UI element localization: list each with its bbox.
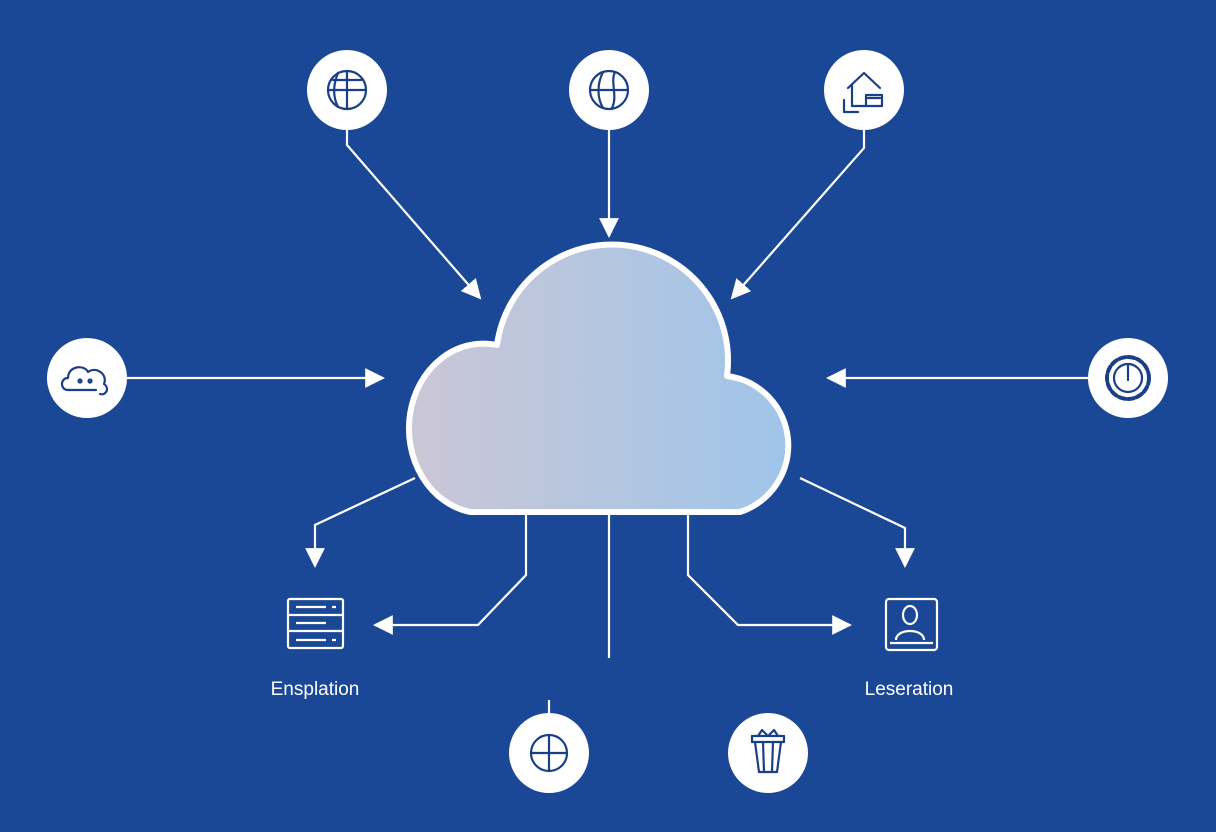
- crosshair-globe-icon: [529, 733, 569, 773]
- user-card-label: Leseration: [864, 679, 954, 700]
- power-gear-icon: [1105, 355, 1151, 401]
- user-card-icon: [884, 597, 939, 652]
- box-icon: [750, 728, 786, 774]
- arrow-cloud-down-left: [305, 477, 416, 568]
- arrow-top-right: [730, 130, 866, 300]
- node-left[interactable]: [47, 338, 127, 418]
- node-bottom-right[interactable]: [728, 713, 808, 793]
- node-top-right[interactable]: [824, 50, 904, 130]
- arrow-to-user-card: [686, 515, 852, 635]
- server-icon: [286, 597, 345, 650]
- arrow-top-left: [345, 130, 482, 300]
- cloud-chat-icon: [60, 366, 109, 396]
- central-cloud: [406, 241, 792, 515]
- server-label: Ensplation: [270, 679, 360, 700]
- globe-icon: [326, 69, 368, 111]
- arrow-cloud-down-right: [799, 477, 915, 568]
- arrow-to-server: [373, 515, 528, 635]
- house-wallet-icon: [842, 71, 884, 114]
- globe-meridian-icon: [588, 69, 630, 111]
- connectors: [127, 130, 1088, 714]
